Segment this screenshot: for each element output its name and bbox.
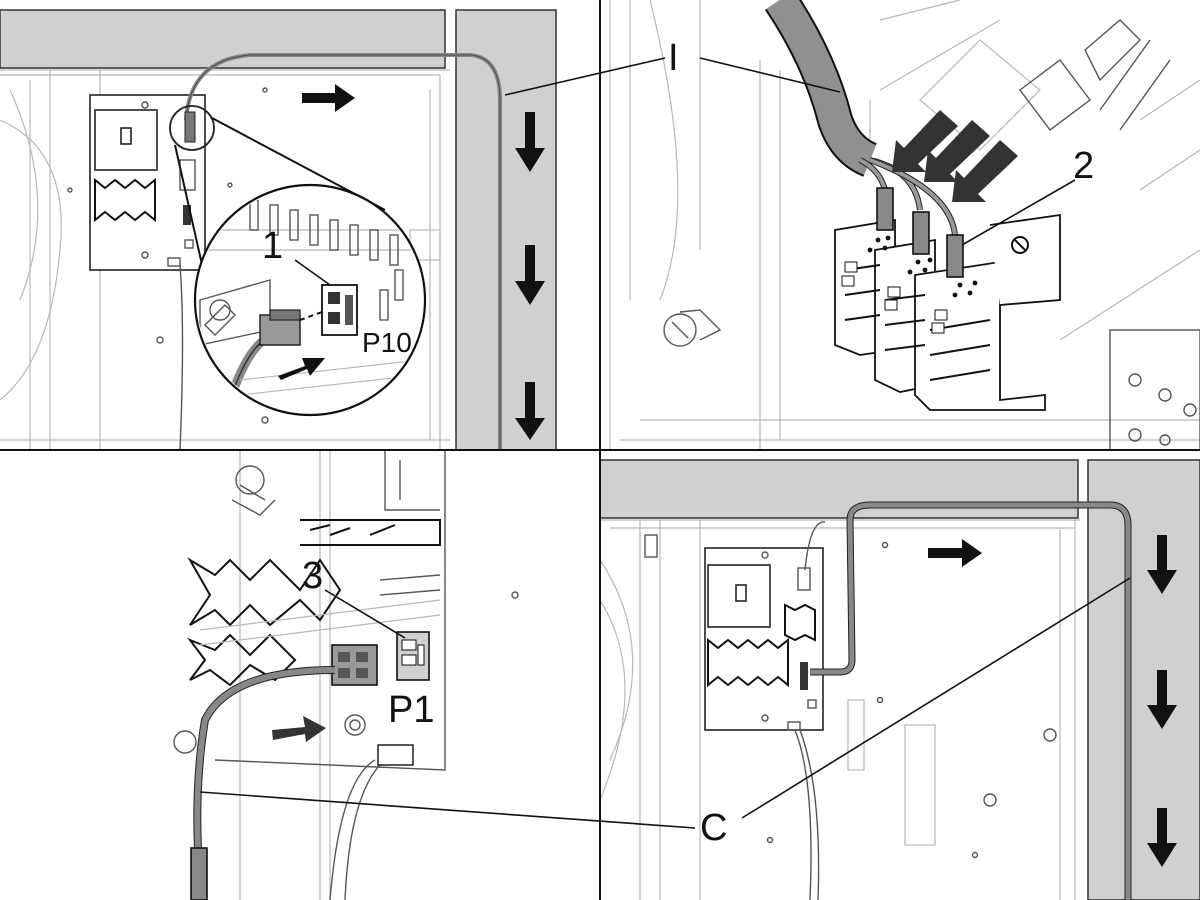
arrow-down-icon — [515, 382, 545, 440]
background-structure — [609, 0, 1200, 451]
cabinet-background-lines — [0, 69, 450, 450]
arrow-right-icon — [272, 716, 326, 742]
arrow-diagonal-icon — [924, 120, 990, 182]
cable-C-label: C — [700, 807, 727, 849]
arrow-right-icon — [928, 539, 982, 567]
connector-p1-label: P1 — [388, 689, 434, 731]
arrow-down-icon — [1147, 808, 1177, 867]
arrow-diagonal-icon — [892, 110, 958, 172]
arrow-down-icon — [515, 245, 545, 305]
connector-p10-label: P10 — [362, 327, 412, 358]
vent-slots — [249, 199, 404, 321]
panel-top-left: 1 P10 — [0, 9, 557, 451]
side-beam — [455, 9, 557, 451]
arrow-down-icon — [515, 112, 545, 172]
zoom-source-circle — [169, 105, 215, 151]
cabinet-background-lines — [599, 519, 1080, 900]
cable-I-label: I — [668, 37, 679, 79]
step-1-label: 1 — [262, 225, 283, 267]
arrow-right-icon — [302, 84, 355, 112]
step-3-label: 3 — [302, 555, 323, 597]
top-beam — [0, 9, 446, 69]
plug — [331, 644, 378, 686]
arrow-diagonal-icon — [278, 358, 325, 380]
heat-sink — [187, 519, 441, 687]
panel-top-right: I 2 — [609, 0, 1200, 451]
top-beam — [599, 459, 1079, 519]
arrow-diagonal-icon — [952, 140, 1018, 202]
zoom-circle-icon — [193, 183, 427, 417]
step-2-label: 2 — [1073, 145, 1094, 187]
arrow-down-icon — [1147, 670, 1177, 729]
control-board — [704, 547, 824, 731]
panel-bottom-right — [599, 459, 1200, 900]
side-beam — [1087, 459, 1200, 900]
cable-C-bottom-right — [810, 501, 1132, 900]
arrow-down-icon — [1147, 535, 1177, 594]
panel-bottom-left: 3 P1 — [173, 450, 519, 900]
connector-p1 — [396, 631, 430, 681]
background-structure — [214, 450, 519, 900]
